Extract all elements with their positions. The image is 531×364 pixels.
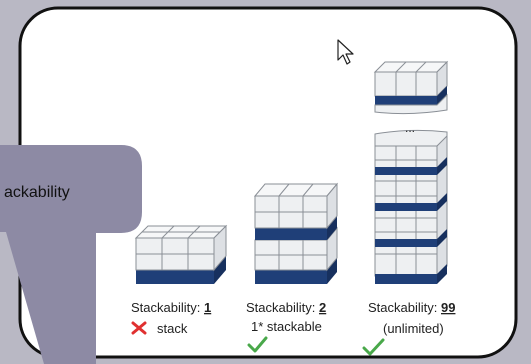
check-mark-icon	[247, 336, 268, 353]
check-mark-icon	[362, 338, 385, 356]
stackability-label-2: Stackability: 2	[246, 300, 326, 315]
stackability-value-2: 2	[319, 300, 326, 315]
mouse-cursor-icon	[337, 39, 354, 65]
stackability-label-1: Stackability: 1	[131, 300, 211, 315]
note-2: 1* stackable	[251, 319, 322, 334]
pallet-stack-2	[253, 182, 339, 284]
pallet-stack-99	[373, 60, 449, 284]
note-99: (unlimited)	[383, 321, 444, 336]
ellipsis: ...	[405, 121, 415, 135]
callout-shape	[0, 145, 142, 364]
callout-text: ackability	[4, 184, 70, 201]
stackability-value-1: 1	[204, 300, 211, 315]
pallet-stack-1	[134, 224, 228, 284]
stackability-value-99: 99	[441, 300, 455, 315]
note-1: stack	[157, 321, 188, 336]
stackability-label-99: Stackability: 99	[368, 300, 455, 315]
x-mark-icon	[131, 321, 147, 335]
